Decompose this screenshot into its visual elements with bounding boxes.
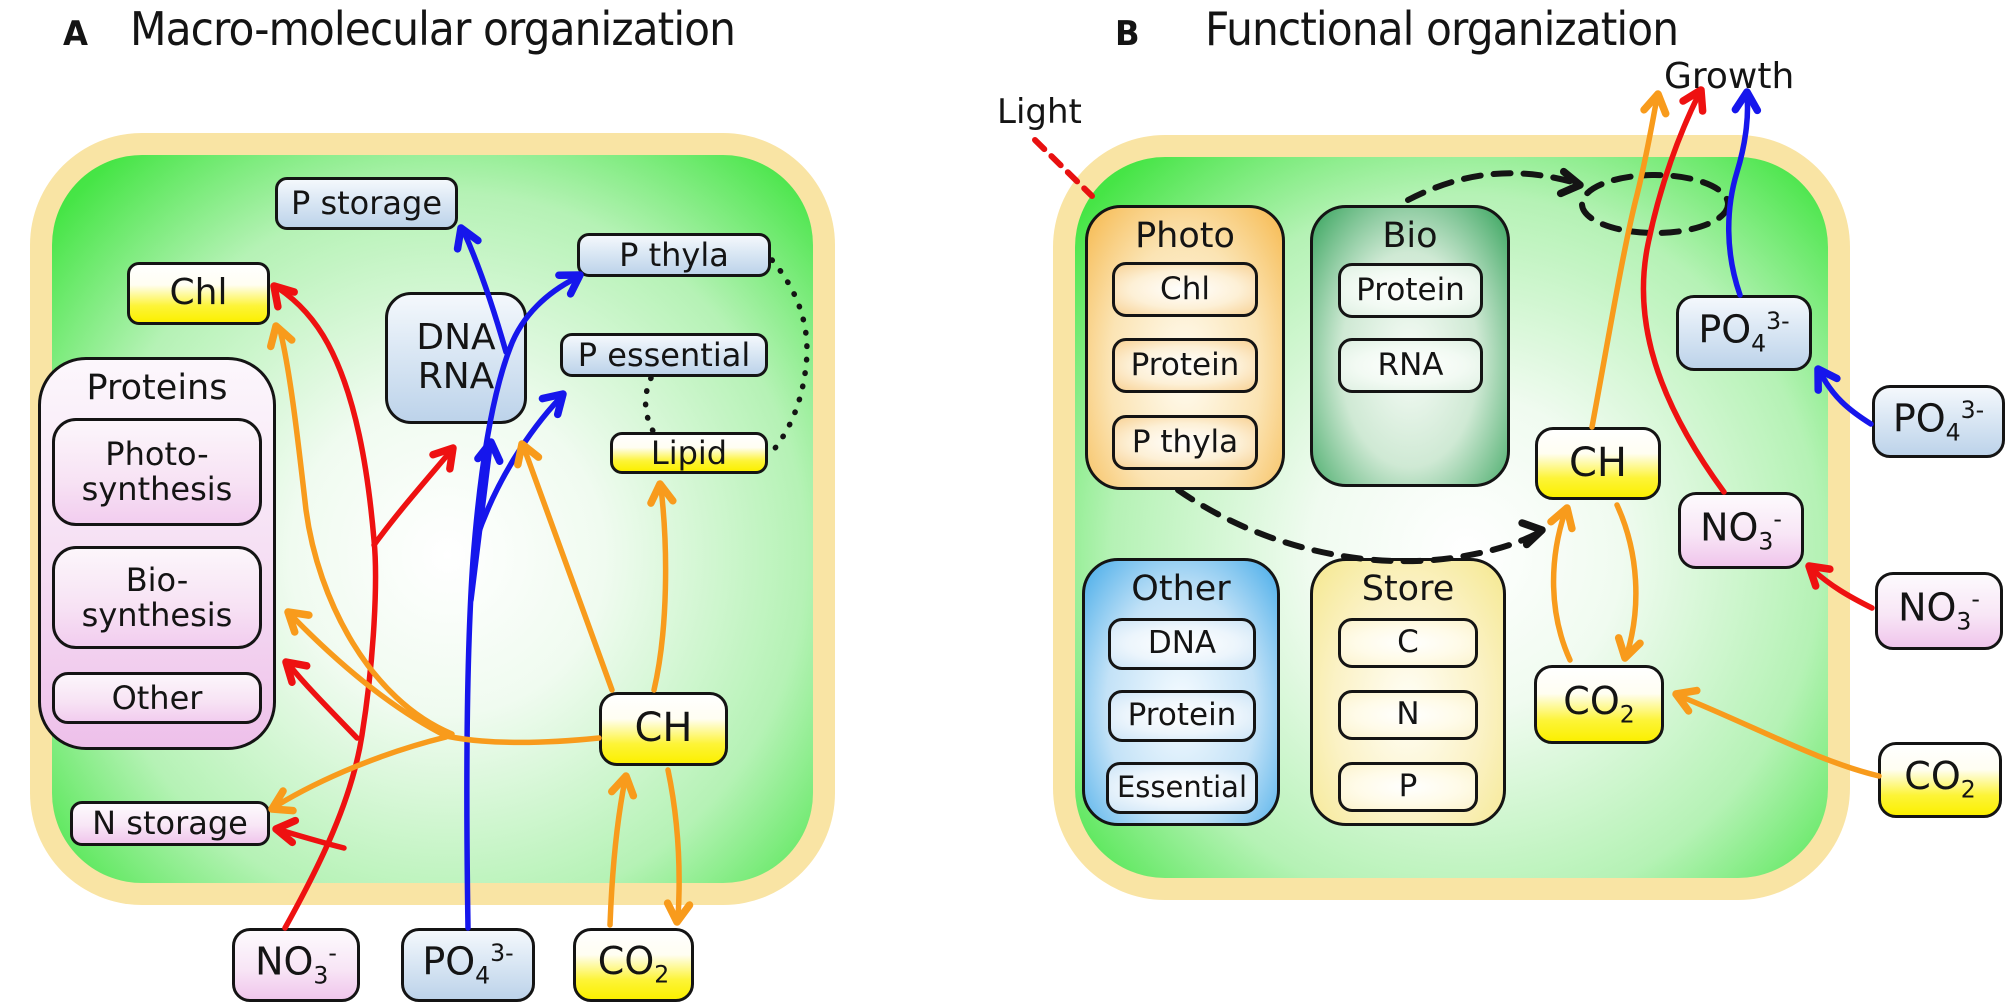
panel-b-title: Functional organization	[1205, 2, 1679, 56]
box-p-essential: P essential	[560, 333, 768, 377]
box-label: Essential	[1116, 770, 1248, 805]
panel-b-letter: B	[1115, 14, 1140, 54]
box-po4-b-in: PO43-	[1676, 295, 1812, 371]
box-label: Protein	[1127, 697, 1237, 734]
box-label: PO43-	[1892, 395, 1985, 446]
box-label: RNA	[1377, 346, 1444, 383]
growth-label: Growth	[1664, 56, 1795, 97]
arrowhead-orange-co2a	[663, 899, 694, 926]
box-label: DNA	[1147, 625, 1217, 662]
box-label: Photo-synthesis	[81, 435, 233, 508]
box-label: CO2	[1904, 754, 1976, 805]
box-label: P essential	[577, 335, 751, 374]
box-label: P thyla	[619, 235, 729, 274]
box-label: P thyla	[1131, 423, 1239, 460]
box-label: PO43-	[1698, 307, 1790, 358]
light-label: Light	[997, 92, 1082, 132]
panel-a-letter: A	[63, 14, 89, 54]
panel-a-title: Macro-molecular organization	[130, 2, 736, 56]
box-label: NO3-	[1700, 504, 1782, 555]
box-ch-b: CH	[1535, 427, 1661, 500]
container-label-bio: Bio	[1382, 216, 1438, 256]
box-p-thyla-a: P thyla	[577, 233, 771, 277]
box-label: Bio-synthesis	[81, 560, 233, 634]
container-label-other-b: Other	[1131, 569, 1231, 609]
box-chl-a: Chl	[127, 262, 270, 325]
box-n-store: N	[1338, 690, 1478, 740]
box-label: P storage	[290, 184, 443, 223]
box-po4-a: PO43-	[401, 928, 535, 1002]
container-label-proteins: Proteins	[86, 368, 228, 408]
box-protein-bio: Protein	[1338, 263, 1483, 318]
box-protein-photo: Protein	[1112, 338, 1258, 393]
box-other-a: Other	[52, 672, 262, 724]
box-label: NO3-	[255, 939, 337, 990]
box-label: Chl	[1160, 270, 1210, 307]
box-rna-bio: RNA	[1338, 338, 1483, 393]
box-p-store: P	[1338, 762, 1478, 812]
box-dna-b: DNA	[1108, 618, 1256, 670]
box-label: C	[1397, 624, 1419, 661]
box-protein-other: Protein	[1108, 690, 1256, 742]
container-label-store: Store	[1361, 569, 1455, 609]
box-label: N storage	[92, 804, 248, 843]
box-no3-a: NO3-	[232, 928, 360, 1002]
box-label: CO2	[597, 939, 670, 990]
box-po4-b-ext: PO43-	[1872, 385, 2005, 458]
box-label: Lipid	[650, 433, 728, 472]
box-n-storage: N storage	[70, 801, 270, 846]
box-ch-a: CH	[599, 692, 728, 766]
box-label: Protein	[1130, 346, 1240, 383]
container-label-photo: Photo	[1135, 216, 1235, 256]
box-p-thyla-b: P thyla	[1112, 415, 1258, 470]
box-chl-b: Chl	[1112, 262, 1258, 317]
box-label: CH	[634, 705, 693, 752]
box-no3-b-ext: NO3-	[1875, 572, 2003, 650]
box-photo-synthesis: Photo-synthesis	[52, 418, 262, 526]
box-label: CO2	[1563, 678, 1635, 729]
box-co2-a: CO2	[573, 928, 694, 1002]
box-label: PO43-	[422, 939, 514, 990]
box-essential-b: Essential	[1106, 762, 1258, 814]
box-no3-b-in: NO3-	[1678, 492, 1804, 569]
box-label: Other	[111, 678, 203, 717]
box-lipid: Lipid	[610, 432, 768, 474]
box-co2-b-ext: CO2	[1878, 742, 2002, 818]
box-label: CH	[1568, 439, 1627, 486]
box-co2-b: CO2	[1534, 665, 1664, 744]
box-label: N	[1396, 696, 1420, 733]
box-label: NO3-	[1898, 585, 1980, 636]
box-label: Chl	[169, 272, 228, 314]
box-c-store: C	[1338, 618, 1478, 668]
box-label: Protein	[1356, 271, 1465, 308]
box-p-storage: P storage	[275, 177, 458, 230]
box-bio-synthesis: Bio-synthesis	[52, 546, 262, 649]
box-label: P	[1398, 768, 1418, 805]
